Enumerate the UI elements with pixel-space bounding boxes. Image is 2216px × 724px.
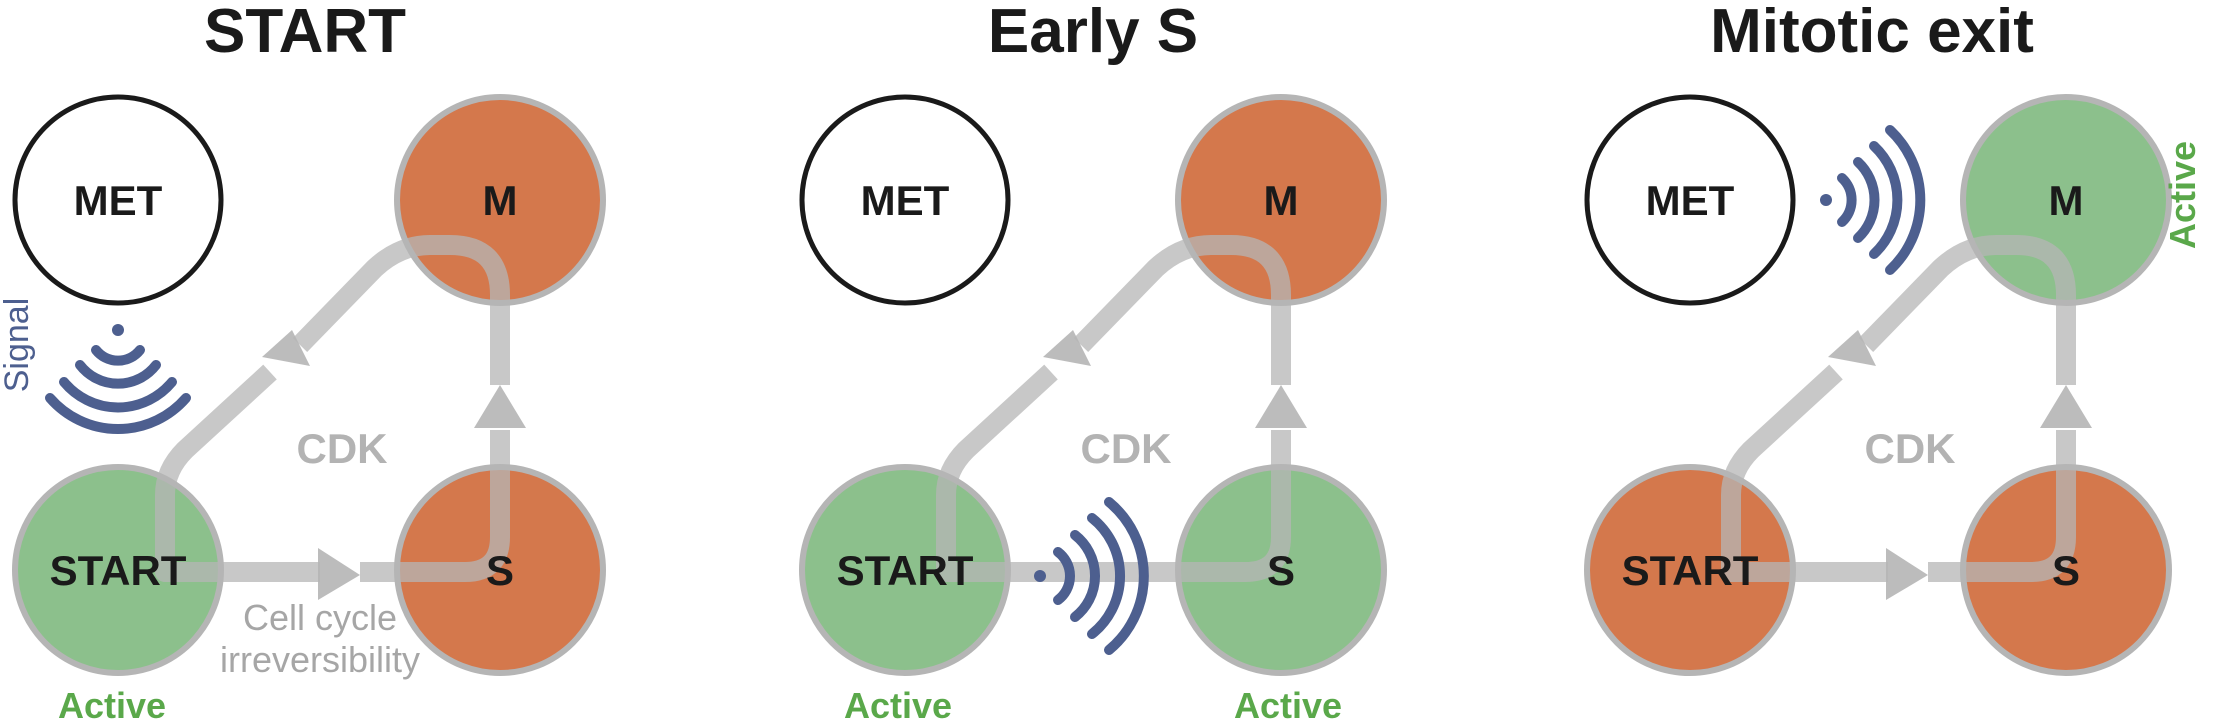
s-to-m-arrow-line [360, 430, 510, 582]
s-label: S [2052, 547, 2080, 594]
signal-icon-right [1820, 125, 1926, 275]
met-node [12, 94, 224, 306]
signal-wave-2 [75, 360, 161, 389]
met-label: MET [1646, 177, 1735, 224]
signal-wave-3 [59, 377, 177, 413]
cdk-label: CDK [297, 425, 388, 472]
cdk-cycle-arrows [155, 235, 526, 600]
cdk-label: CDK [1081, 425, 1172, 472]
panel-title: START [204, 0, 406, 66]
m-to-start-arrowhead [1828, 330, 1876, 366]
start-active-label: Active [844, 685, 952, 724]
note-line-1: Cell cycle [243, 597, 397, 638]
s-to-m-arrow-line [1008, 430, 1291, 582]
m-to-start-arrow-line-upper [1858, 235, 2076, 385]
start-label: START [50, 547, 187, 594]
s-active-label: Active [1234, 685, 1342, 724]
m-label: M [1264, 177, 1299, 224]
met-label: MET [74, 177, 163, 224]
panel-early-s: Early S MET M START S CDK Active Active [799, 0, 1387, 724]
signal-source-dot [1034, 570, 1046, 582]
signal-wave-1 [91, 345, 145, 366]
m-to-start-arrow-line-lower [936, 364, 1058, 582]
s-to-m-arrow-line [1928, 430, 2076, 582]
signal-wave-4 [1885, 125, 1926, 275]
panel-title: Early S [988, 0, 1198, 66]
m-to-start-arrow-line-upper [292, 235, 510, 385]
signal-wave-1 [1053, 547, 1075, 605]
signal-wave-1 [1837, 173, 1857, 227]
m-label: M [483, 177, 518, 224]
met-label: MET [861, 177, 950, 224]
signal-wave-4 [1104, 497, 1149, 655]
signal-label: Signal [0, 298, 36, 393]
start-active-label: Active [58, 685, 166, 724]
cdk-cycle-arrows [1721, 235, 2092, 600]
panel-start: START MET M START S CDK Cell cycle irrev… [0, 0, 606, 724]
s-to-m-arrowhead [2040, 385, 2092, 428]
met-node [799, 94, 1011, 306]
m-active-label: Active [2162, 141, 2203, 249]
signal-source-dot [112, 324, 124, 336]
m-to-start-arrow-line-lower [1721, 364, 1843, 582]
note-line-2: irreversibility [220, 639, 420, 680]
m-label: M [2049, 177, 2084, 224]
start-label: START [1622, 547, 1759, 594]
m-to-start-arrowhead [262, 330, 310, 366]
signal-icon-down [45, 324, 191, 435]
s-to-m-arrowhead [1255, 385, 1307, 428]
m-to-start-arrow-line-upper [1073, 235, 1291, 385]
signal-source-dot [1820, 194, 1832, 206]
panel-mitotic-exit: Mitotic exit MET M START S CDK Active [1584, 0, 2203, 676]
s-to-m-arrowhead [474, 385, 526, 428]
signal-wave-3 [1869, 141, 1903, 259]
cdk-label: CDK [1865, 425, 1956, 472]
signal-icon-right [1034, 497, 1149, 655]
s-label: S [486, 547, 514, 594]
panel-title: Mitotic exit [1710, 0, 2034, 66]
cdk-cycle-arrows [936, 235, 1307, 582]
start-to-s-arrowhead [318, 548, 360, 600]
signal-wave-2 [1853, 157, 1880, 243]
met-node [1584, 94, 1796, 306]
s-label: S [1267, 547, 1295, 594]
signal-wave-3 [1087, 513, 1125, 639]
m-to-start-arrowhead [1043, 330, 1091, 366]
m-to-start-arrow-line-lower [155, 364, 277, 582]
signal-wave-4 [45, 393, 191, 435]
start-to-s-arrowhead [1886, 548, 1928, 600]
signal-wave-2 [1070, 530, 1101, 622]
start-label: START [837, 547, 974, 594]
